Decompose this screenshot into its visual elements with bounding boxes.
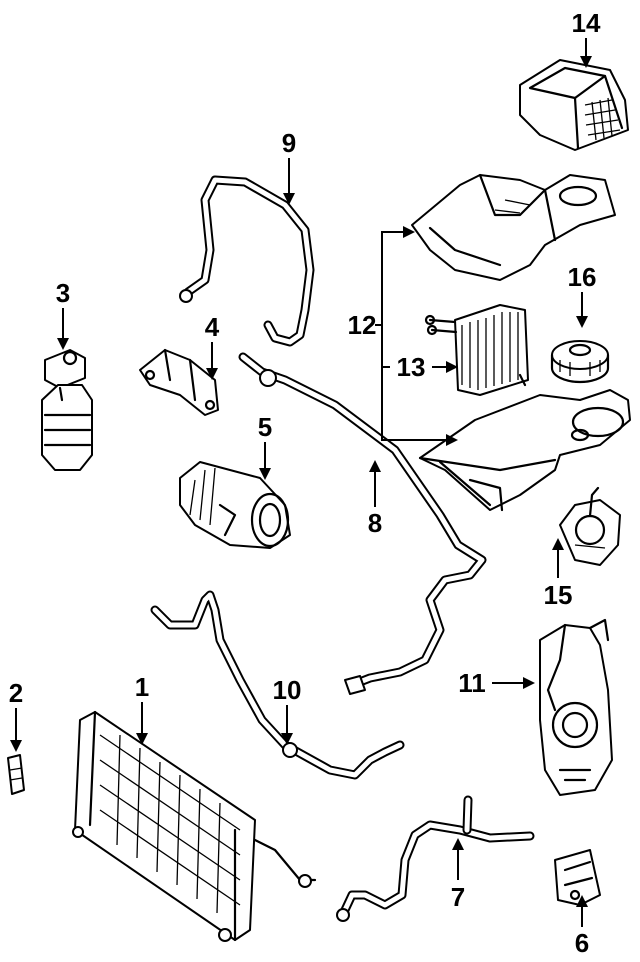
part-16-blower-wheel — [550, 340, 610, 384]
callout-13: 13 — [397, 352, 426, 382]
part-2-clip — [7, 754, 25, 795]
callout-14: 14 — [572, 8, 601, 38]
part-13-heater-core — [424, 304, 529, 396]
part-9-hose — [179, 175, 315, 347]
part-10-hose — [150, 590, 405, 780]
callout-15: 15 — [544, 580, 573, 610]
callout-3: 3 — [56, 278, 70, 308]
callout-9: 9 — [282, 128, 296, 158]
callout-10: 10 — [273, 675, 302, 705]
callout-4: 4 — [205, 312, 220, 342]
callout-11: 11 — [458, 668, 486, 698]
part-6-bracket — [554, 849, 601, 906]
part-8-line — [238, 352, 487, 695]
part-14-blower-inlet-housing — [519, 59, 629, 151]
part-3-accumulator — [41, 349, 93, 471]
callout-labels: 14 9 16 3 4 12 13 5 8 15 11 1 10 2 7 6 — [9, 8, 601, 958]
part-15-blower-motor — [559, 486, 621, 566]
callout-6: 6 — [575, 928, 589, 958]
part-5-compressor — [179, 461, 291, 549]
part-11-housing — [539, 618, 613, 796]
callout-7: 7 — [451, 882, 465, 912]
callout-1: 1 — [135, 672, 149, 702]
callout-5: 5 — [258, 412, 272, 442]
part-12-heater-case — [411, 173, 631, 512]
part-4-bracket — [139, 348, 219, 416]
part-1-condenser — [72, 710, 317, 942]
callout-8: 8 — [368, 508, 382, 538]
part-7-hose — [336, 795, 535, 922]
callout-leaders — [10, 38, 592, 927]
callout-2: 2 — [9, 678, 23, 708]
callout-16: 16 — [568, 262, 597, 292]
callout-12: 12 — [348, 310, 377, 340]
